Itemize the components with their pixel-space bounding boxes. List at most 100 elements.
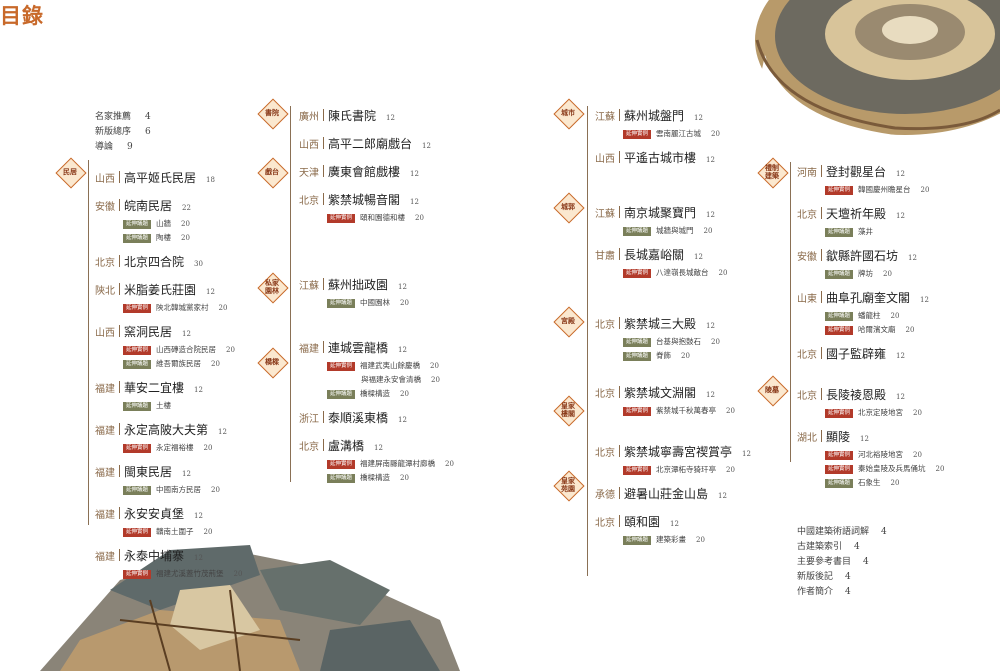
province-label: 北京: [299, 442, 319, 453]
building-name: 紫禁城三大殿: [624, 317, 697, 331]
building-name: 高平二郎廟戲台: [328, 137, 413, 151]
page-number: 12: [410, 198, 419, 206]
sub-entry-title: 中國南方民居: [156, 485, 202, 494]
category-tag: 延伸實例: [327, 214, 356, 223]
separator: [821, 207, 822, 219]
page-number: 12: [896, 212, 905, 220]
category-tag: 延伸議題: [623, 227, 652, 236]
building-name: 頤和園: [624, 515, 661, 529]
building-name: 長城嘉峪關: [624, 248, 685, 262]
divider: [88, 160, 89, 525]
page-number: 18: [206, 176, 215, 184]
sub-entry-title: 福建尤溪蓋竹茂荊堡: [156, 569, 224, 578]
sub-entry[interactable]: 延伸議題藻井: [825, 225, 977, 239]
province-label: 福建: [95, 510, 115, 521]
sub-entry[interactable]: 延伸議題土樓: [123, 399, 270, 413]
sub-entry-title: 蟠龍柱: [858, 311, 881, 320]
building-name: 北京四合院: [124, 255, 185, 269]
building-name: 高平姬氏民居: [124, 171, 197, 185]
sub-entry-title: 山牆: [156, 219, 172, 228]
house-illustration: [40, 545, 460, 671]
page-number: 12: [386, 114, 395, 122]
